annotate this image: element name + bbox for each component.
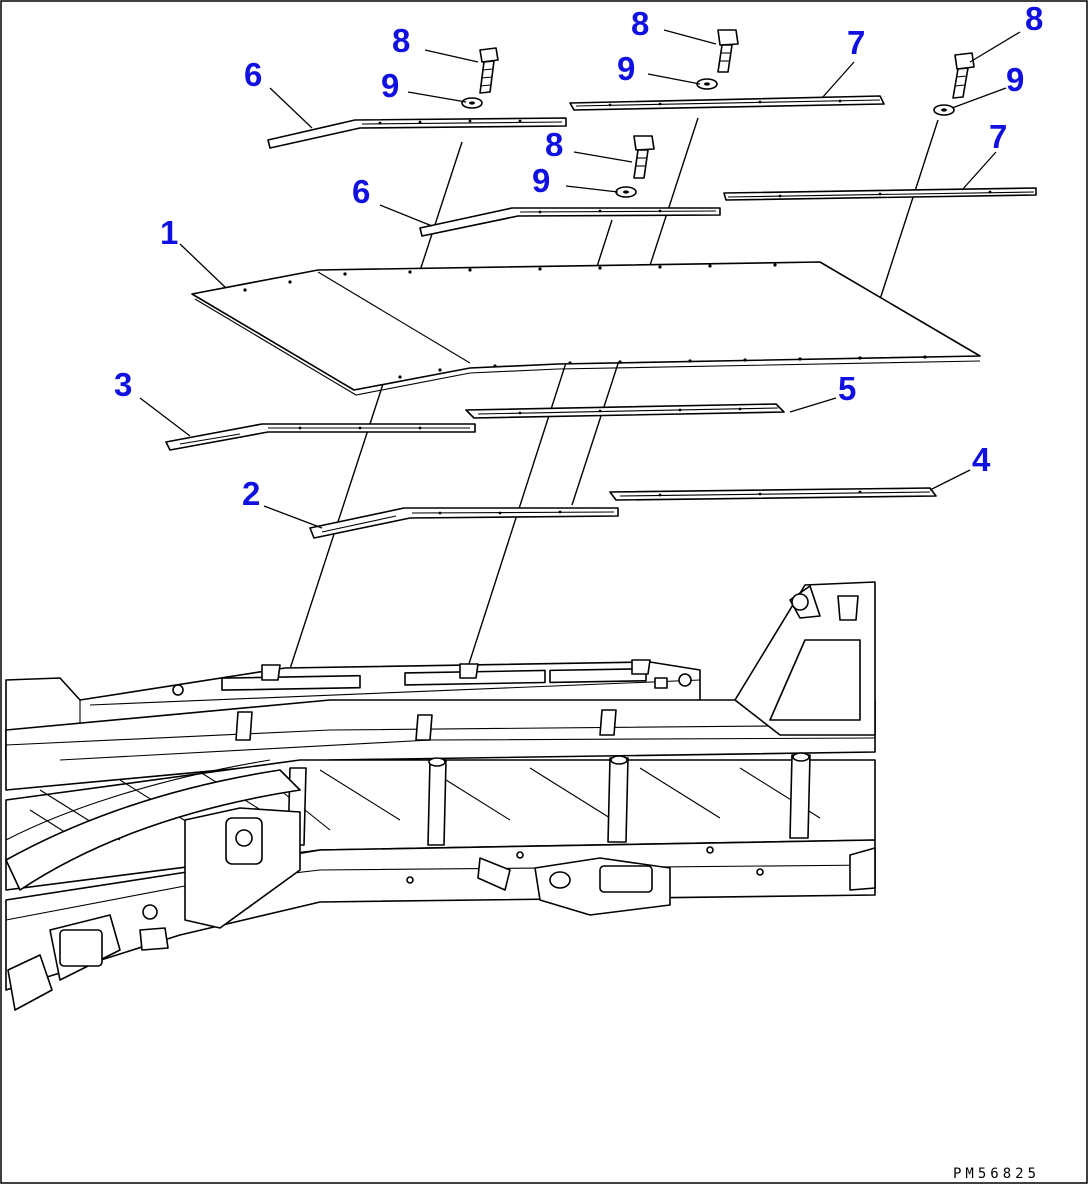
leader-4 — [929, 469, 971, 491]
strip-6-upper — [267, 117, 567, 149]
leader-8d — [969, 31, 1021, 63]
leader-lines — [139, 29, 1021, 529]
strip-5 — [465, 403, 785, 419]
leader-3 — [139, 397, 191, 437]
lower-frame-structure — [5, 752, 876, 1011]
leader-5 — [789, 397, 837, 413]
strip-3 — [165, 423, 476, 451]
leader-8c — [573, 151, 633, 163]
bolt-8-a — [479, 47, 499, 94]
leader-6b — [379, 204, 433, 227]
leader-8b — [663, 29, 717, 45]
callout-9-washer-d: 9 — [1006, 61, 1024, 98]
strip-4 — [609, 487, 937, 501]
callout-8-bolt-d: 8 — [1025, 0, 1043, 37]
leader-9d — [951, 87, 1007, 109]
callout-6-strip-lower: 6 — [352, 173, 370, 210]
bolt-8-c — [633, 135, 655, 179]
strip-2 — [309, 507, 619, 539]
washer-9-a — [461, 97, 483, 109]
callout-9-washer-b: 9 — [617, 50, 635, 87]
leader-9a — [407, 91, 467, 103]
callout-8-bolt-a: 8 — [392, 22, 410, 59]
upper-frame-structure — [5, 581, 876, 791]
leader-1 — [179, 243, 227, 289]
floor-plate-1 — [191, 261, 981, 396]
callout-4-strip: 4 — [972, 441, 991, 478]
washer-9-c — [615, 186, 637, 198]
callout-8-bolt-b: 8 — [631, 5, 649, 42]
leader-9b — [647, 73, 701, 85]
strip-6-lower — [419, 207, 721, 237]
leader-8a — [424, 49, 479, 63]
washer-9-d — [933, 104, 955, 116]
callout-numbers: 8 9 6 8 9 7 8 9 8 9 6 7 1 3 5 2 4 — [114, 0, 1043, 512]
leader-7b — [961, 151, 997, 191]
axis-line-left — [287, 141, 463, 676]
callout-9-washer-a: 9 — [381, 67, 399, 104]
callout-5-strip: 5 — [838, 370, 856, 407]
callout-3-strip: 3 — [114, 366, 132, 403]
bolt-8-b — [717, 29, 739, 73]
washer-9-b — [696, 78, 718, 90]
callout-1-plate: 1 — [160, 214, 178, 251]
bolt-8-d — [952, 52, 975, 99]
callout-8-bolt-c: 8 — [545, 126, 563, 163]
leader-2 — [263, 505, 323, 529]
callout-2-strip: 2 — [242, 475, 260, 512]
callout-7-strip-upper: 7 — [847, 24, 865, 61]
drawing-code: PM56825 — [953, 1166, 1040, 1182]
callout-9-washer-c: 9 — [532, 162, 550, 199]
strip-7-upper — [569, 95, 885, 111]
leader-6a — [269, 87, 313, 129]
plate-holes — [243, 263, 927, 379]
callout-6-strip-upper: 6 — [244, 56, 262, 93]
strip-7-lower — [723, 187, 1037, 201]
callout-7-strip-lower: 7 — [989, 118, 1007, 155]
leader-7a — [821, 61, 855, 99]
leader-9c — [565, 185, 619, 193]
